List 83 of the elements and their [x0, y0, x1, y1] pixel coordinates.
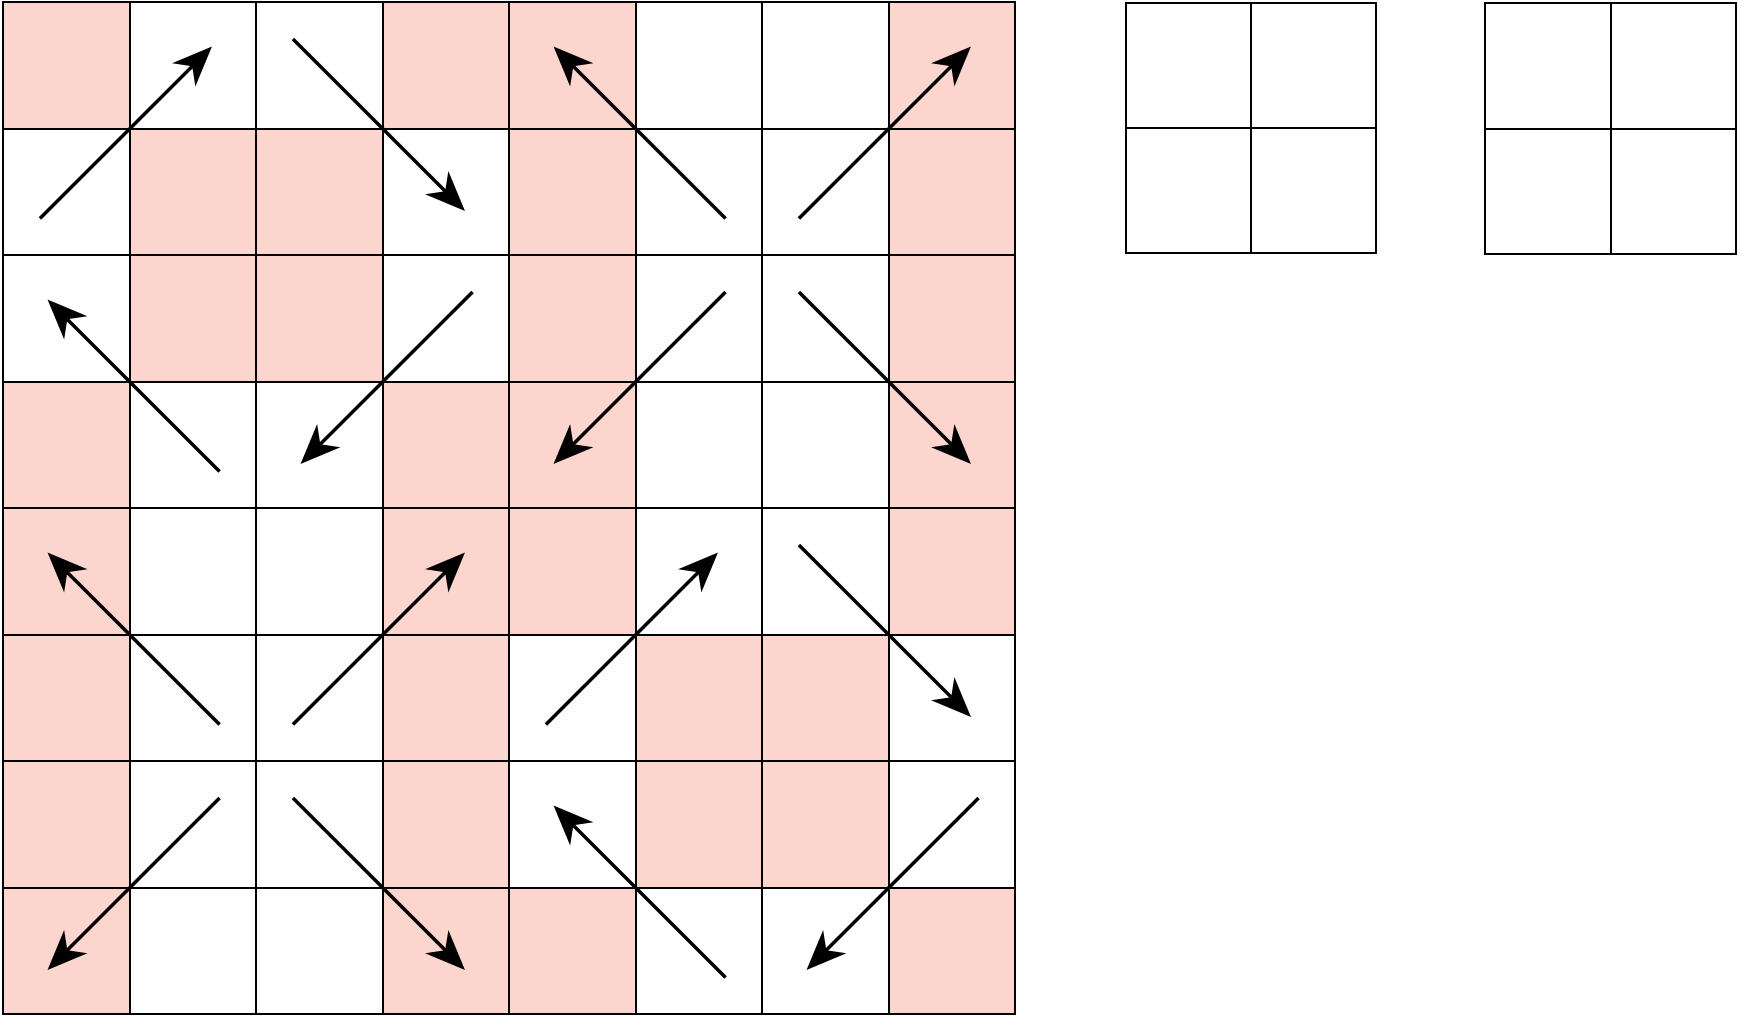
- grid: [1484, 2, 1738, 256]
- arrow: [797, 543, 971, 717]
- grid-cell: [129, 2, 257, 129]
- grid-cell: [762, 381, 889, 509]
- grid-cell: [3, 255, 130, 382]
- shaded-cell: [888, 887, 1016, 1015]
- shaded-cell: [382, 508, 510, 635]
- shaded-cell: [3, 887, 130, 1015]
- grid-cell: [1485, 3, 1611, 129]
- grid-cell: [1251, 3, 1377, 129]
- shaded-cell: [382, 634, 510, 762]
- grid-cell: [256, 761, 383, 888]
- arrow: [47, 299, 221, 473]
- shaded-cell: [509, 381, 636, 509]
- grid-cell: [129, 381, 257, 509]
- grid-cell: [1126, 128, 1252, 254]
- arrow: [291, 37, 465, 211]
- shaded-cell: [509, 128, 636, 256]
- arrow: [806, 796, 980, 970]
- shaded-cell: [129, 128, 257, 256]
- shaded-cell: [509, 255, 636, 382]
- shaded-cell: [509, 2, 636, 129]
- shaded-cell: [129, 255, 257, 382]
- shaded-cell: [888, 2, 1016, 129]
- shaded-cell: [3, 381, 130, 509]
- grid-cell: [129, 887, 257, 1015]
- grid-cell: [382, 255, 510, 382]
- shaded-cell: [3, 634, 130, 762]
- shaded-cell: [509, 508, 636, 635]
- grid-cell: [762, 887, 889, 1015]
- shaded-cell: [3, 2, 130, 129]
- shaded-cell: [762, 761, 889, 888]
- arrow: [38, 46, 212, 220]
- grid-cell: [888, 634, 1016, 762]
- shaded-cell: [3, 508, 130, 635]
- grid-cell: [1126, 3, 1252, 129]
- shaded-cell: [3, 761, 130, 888]
- grid-cell: [256, 2, 383, 129]
- grid-cell: [1485, 128, 1611, 255]
- grid-cell: [509, 634, 636, 762]
- grid: [1125, 2, 1378, 255]
- grid-cell: [1610, 3, 1737, 129]
- grid-cell: [635, 2, 763, 129]
- shaded-cell: [256, 128, 383, 256]
- grid-cell: [1251, 128, 1377, 254]
- shaded-cell: [256, 255, 383, 382]
- grid-cell: [888, 761, 1016, 888]
- shaded-cell: [888, 508, 1016, 635]
- grid-cell: [762, 2, 889, 129]
- grid-cell: [762, 255, 889, 382]
- grid-cell: [256, 508, 383, 635]
- arrow: [553, 805, 727, 979]
- shaded-cell: [635, 634, 763, 762]
- grid-cell: [635, 128, 763, 256]
- arrow: [544, 552, 718, 726]
- grid-cell: [635, 508, 763, 635]
- shaded-cell: [888, 255, 1016, 382]
- grid-cell: [256, 634, 383, 762]
- shaded-cell: [382, 381, 510, 509]
- grid-cell: [256, 381, 383, 509]
- grid-cell: [762, 508, 889, 635]
- grid-cell: [635, 381, 763, 509]
- grid-cell: [3, 128, 130, 256]
- shaded-cell: [509, 887, 636, 1015]
- shaded-cell: [382, 761, 510, 888]
- grid-cell: [129, 761, 257, 888]
- arrow: [300, 290, 474, 464]
- shaded-cell: [888, 381, 1016, 509]
- grid: [2, 1, 1017, 1016]
- grid-cell: [129, 508, 257, 635]
- grid-cell: [129, 634, 257, 762]
- grid-cell: [635, 887, 763, 1015]
- shaded-cell: [888, 128, 1016, 256]
- shaded-cell: [382, 887, 510, 1015]
- grid-cell: [635, 255, 763, 382]
- grid-cell: [382, 128, 510, 256]
- grid-cell: [762, 128, 889, 256]
- shaded-cell: [635, 761, 763, 888]
- grid-cell: [256, 887, 383, 1015]
- grid-cell: [1610, 128, 1737, 255]
- shaded-cell: [762, 634, 889, 762]
- shaded-cell: [382, 2, 510, 129]
- grid-cell: [509, 761, 636, 888]
